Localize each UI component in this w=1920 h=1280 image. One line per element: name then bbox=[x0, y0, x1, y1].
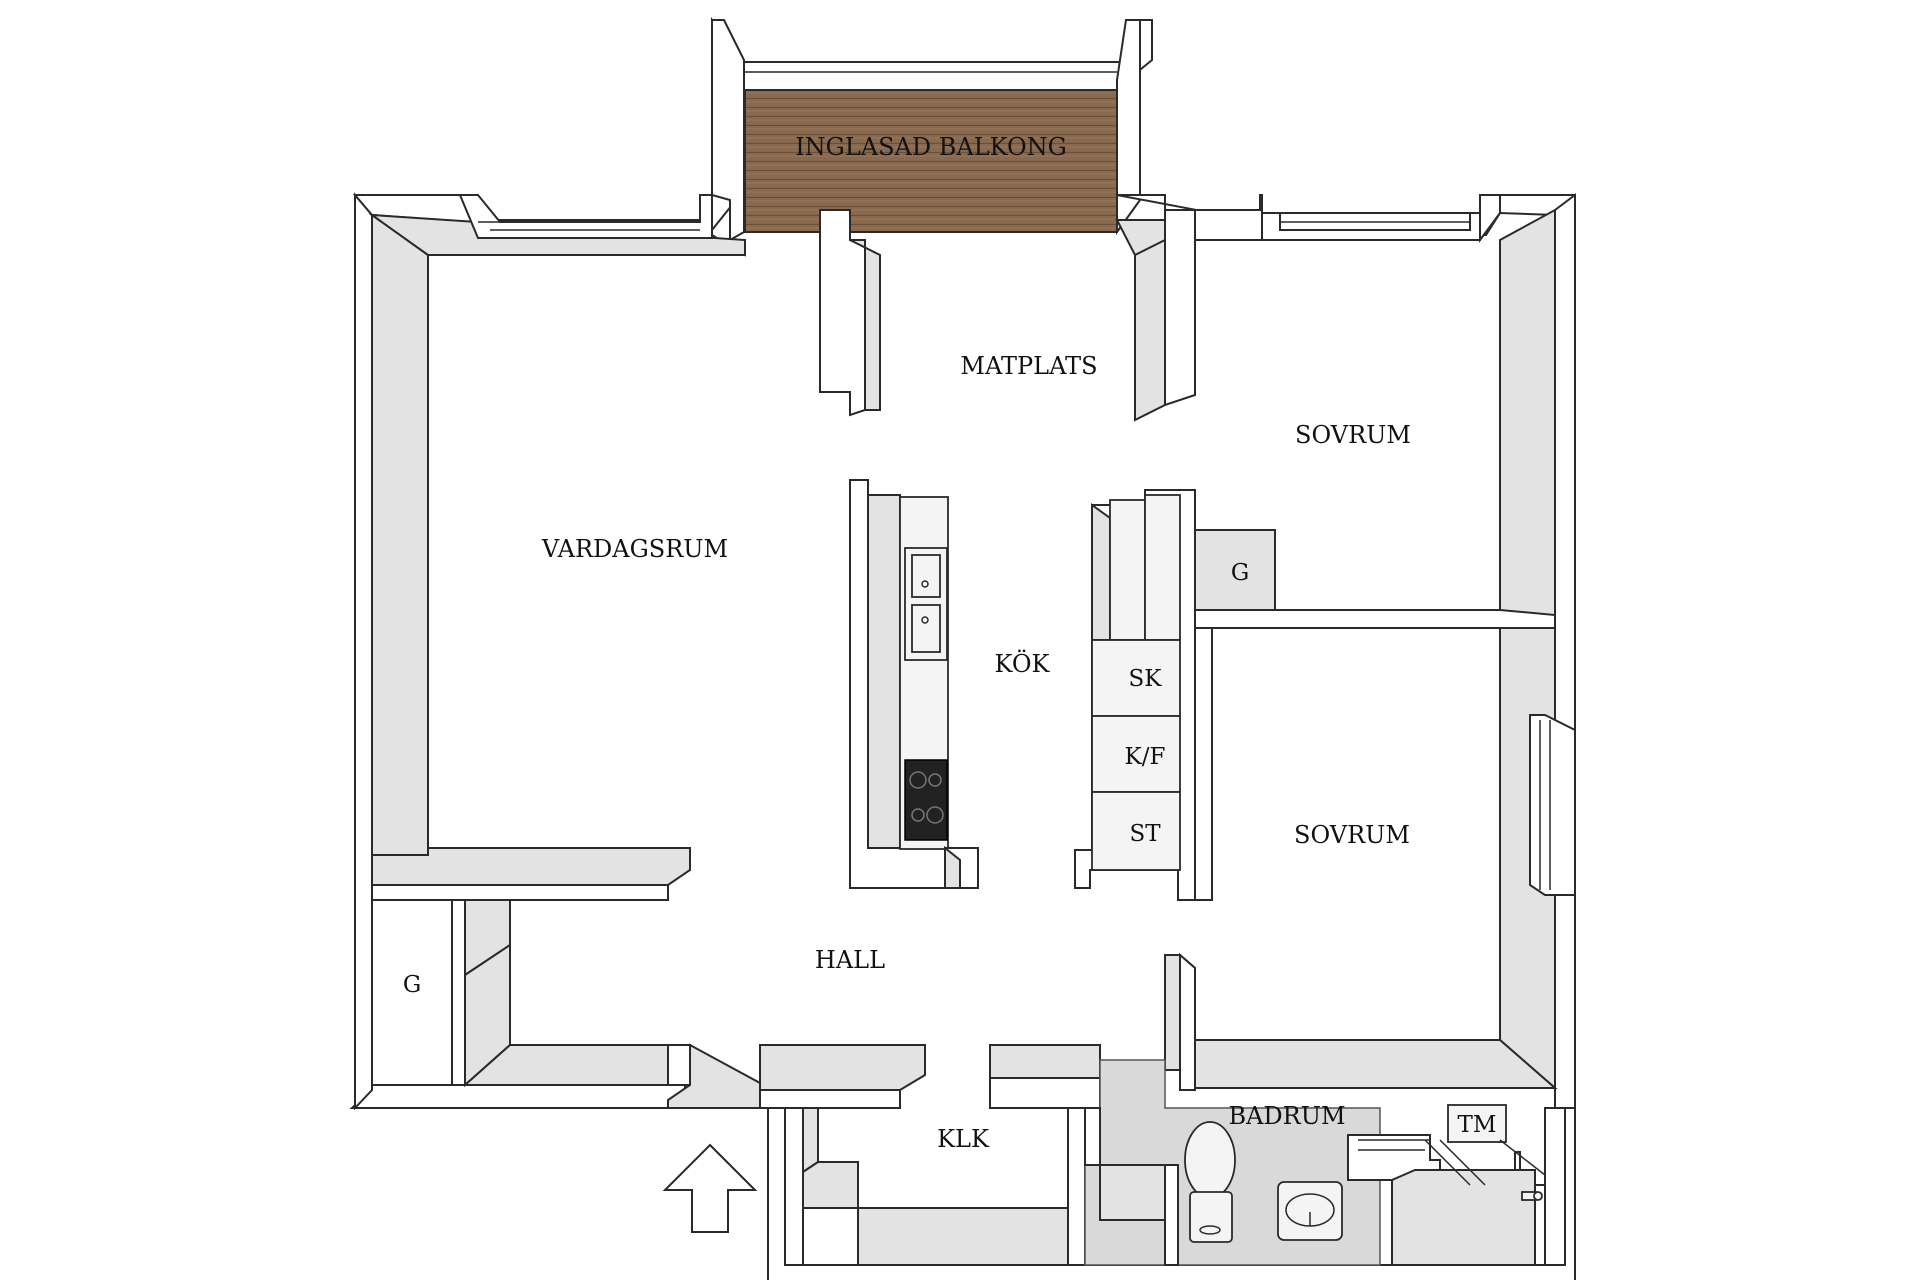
wardrobe-bedroom-label: G bbox=[1231, 560, 1249, 586]
bedroom-top-label: SOVRUM bbox=[1295, 421, 1411, 449]
kitchen-right-units: SK K/F ST KÖK bbox=[995, 489, 1196, 901]
bathroom-label: BADRUM bbox=[1228, 1102, 1345, 1130]
hall-label: HALL bbox=[815, 946, 885, 974]
closet: KLK bbox=[784, 1107, 1086, 1266]
bedroom-bottom: SOVRUM bbox=[1164, 627, 1558, 1091]
hall: G HALL bbox=[371, 899, 1101, 1233]
label-st: ST bbox=[1129, 821, 1161, 847]
wardrobe-hall-label: G bbox=[403, 972, 421, 998]
bathroom: BADRUM TM bbox=[1084, 1059, 1566, 1266]
balcony-label: INGLASAD BALKONG bbox=[795, 133, 1067, 161]
label-kf: K/F bbox=[1125, 744, 1166, 770]
washer-label: TM bbox=[1458, 1112, 1497, 1138]
toilet-icon bbox=[1184, 1121, 1236, 1243]
label-sk: SK bbox=[1129, 666, 1163, 692]
entrance-arrow-icon bbox=[662, 1143, 758, 1233]
closet-label: KLK bbox=[937, 1125, 990, 1153]
cooktop bbox=[904, 759, 948, 841]
dining-partitions: MATPLATS bbox=[819, 209, 1263, 422]
kitchen-left-counter bbox=[849, 479, 979, 889]
living-room-label: VARDAGSRUM bbox=[541, 535, 728, 563]
bedroom-top: G SOVRUM bbox=[1194, 421, 1556, 629]
balcony-deck bbox=[744, 89, 1118, 233]
dining-label: MATPLATS bbox=[960, 352, 1097, 380]
balcony: INGLASAD BALKONG bbox=[711, 16, 1153, 242]
living-room: VARDAGSRUM bbox=[371, 535, 728, 901]
kitchen-label: KÖK bbox=[995, 649, 1051, 678]
bedroom-bottom-label: SOVRUM bbox=[1294, 821, 1410, 849]
sink-icon bbox=[1277, 1181, 1343, 1241]
outer-walls bbox=[349, 192, 1576, 1280]
